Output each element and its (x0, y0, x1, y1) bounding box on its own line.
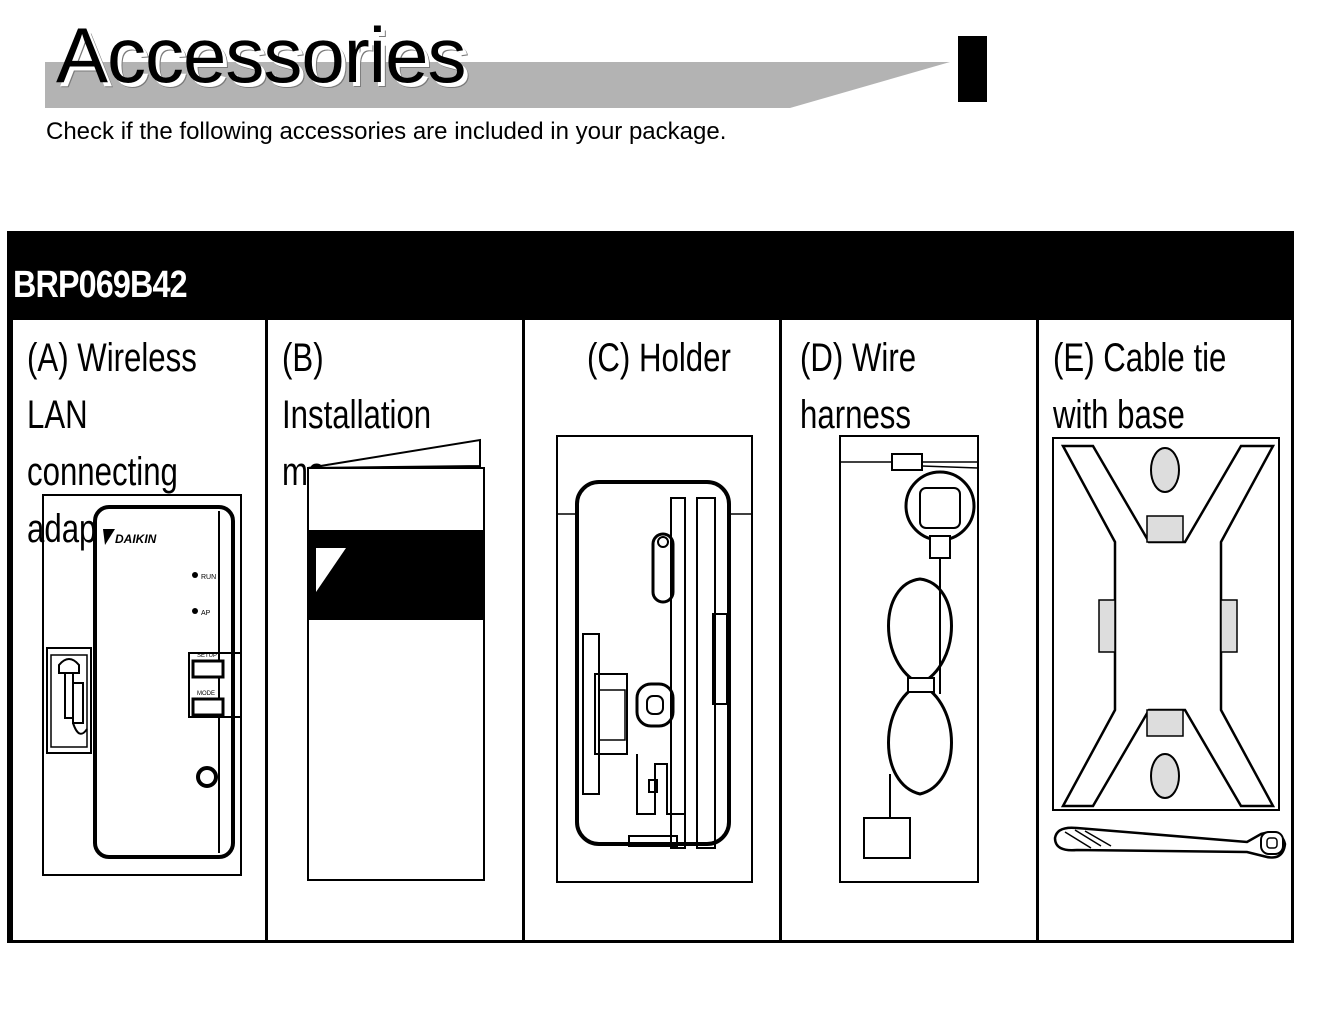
title-banner (45, 36, 987, 108)
accessories-table: BRP069B42 (A) Wireless LAN connecting ad… (7, 231, 1294, 943)
accessory-cell-e: (E) Cable tie with base (1036, 320, 1294, 940)
svg-text:SETUP: SETUP (197, 653, 217, 659)
accessory-cell-d: (D) Wire harness (779, 320, 1037, 940)
page-subtitle: Check if the following accessories are i… (46, 118, 727, 145)
accessory-label-e: (E) Cable tie with base (1053, 336, 1227, 437)
cable-tie-illustration (1052, 437, 1287, 859)
svg-text:RUN: RUN (201, 574, 216, 581)
accessory-cell-c: (C) Holder (522, 320, 780, 940)
svg-text:MODE: MODE (197, 691, 215, 697)
wire-harness-illustration (839, 435, 979, 883)
accessory-label-d: (D) Wire harness (800, 336, 917, 437)
holder-illustration (556, 435, 753, 883)
brand-label: DAIKIN (115, 532, 157, 546)
model-number: BRP069B42 (13, 264, 188, 306)
daikin-logo-icon: DAIKIN (103, 529, 157, 546)
accessory-cell-a: (A) Wireless LAN connecting adapter DAIK… (10, 320, 268, 940)
table-header: BRP069B42 (10, 234, 1291, 320)
manual-illustration (307, 438, 485, 881)
svg-text:AP: AP (201, 610, 211, 617)
accessory-cell-b: (B) Installation manual (265, 320, 523, 940)
page-title: Accessories (56, 11, 466, 99)
wireless-adapter-illustration: DAIKIN RUN AP SETUP MODE (42, 494, 242, 876)
accessory-label-c: (C) Holder (587, 336, 731, 380)
